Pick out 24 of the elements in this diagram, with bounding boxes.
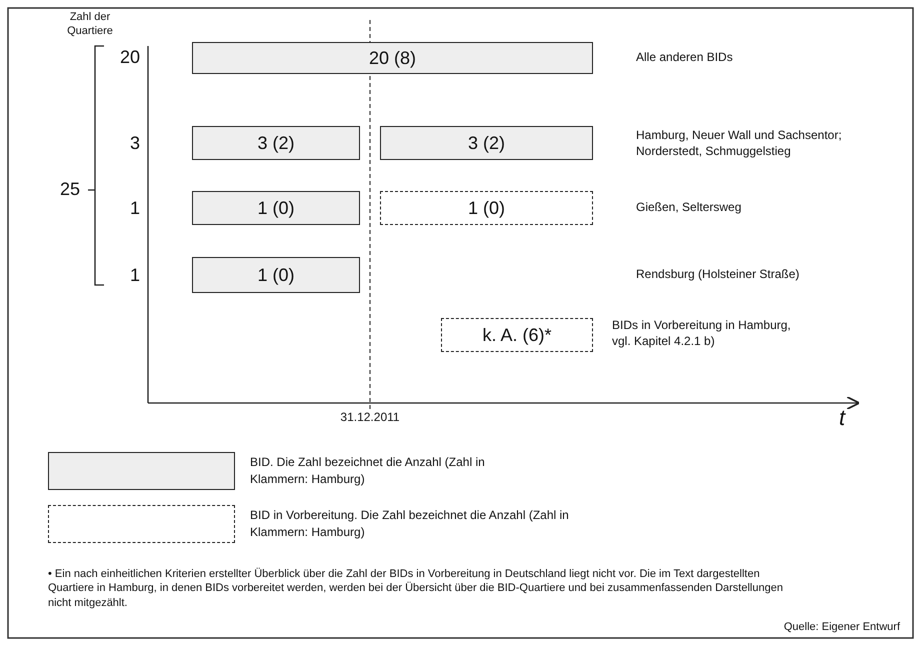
date-label: 31.12.2011 xyxy=(339,410,401,426)
legend-text: BID in Vorbereitung. Die Zahl bezeichnet die Anzahl (Zahl in Klammern: Hamburg) xyxy=(250,507,570,542)
legend-text: BID. Die Zahl bezeichnet die Anzahl (Zahl in Klammern: Hamburg) xyxy=(250,454,486,488)
row-label: Alle anderen BIDs xyxy=(636,50,734,66)
axis-title: Zahl der Quartiere xyxy=(66,10,114,39)
planned-bid-bar: k. A. (6)* xyxy=(441,318,593,352)
row-count: 1 xyxy=(128,264,140,287)
bid-bar: 1 (0) xyxy=(192,191,360,225)
planned-bid-bar: 1 (0) xyxy=(380,191,593,225)
bid-bar: 3 (2) xyxy=(192,126,360,160)
row-label: Hamburg, Neuer Wall und Sachsentor; Norderstedt, Schmuggelstieg xyxy=(636,128,843,160)
row-count: 20 xyxy=(118,46,140,69)
bid-bar: 3 (2) xyxy=(380,126,593,160)
source-note: Quelle: Eigener Entwurf xyxy=(782,620,900,634)
axis-label: t xyxy=(838,404,847,432)
bid-bar: 20 (8) xyxy=(192,42,593,74)
total-count: 25 xyxy=(58,178,80,201)
row-count: 1 xyxy=(128,197,140,220)
row-label: Rendsburg (Holsteiner Straße) xyxy=(636,267,800,283)
row-count: 3 xyxy=(128,132,140,155)
row-label: Gießen, Seltersweg xyxy=(636,200,742,216)
bid-bar: 1 (0) xyxy=(192,257,360,293)
row-label: BIDs in Vorbereitung in Hamburg, vgl. Kapitel 4.2.1 b) xyxy=(612,318,792,350)
footnote: • Ein nach einheitlichen Kriterien erstellter Überblick über die Zahl der BIDs in Vorbereitung in Deutschland liegt nicht vor. Die im Text dargestellten Quartiere in Hamburg, in denen BIDs vorbereitet werden, werden bei der Übersicht über die BID-Quartiere und bei zusammenfassenden Darstellungen nicht mitgezählt. xyxy=(48,567,784,610)
